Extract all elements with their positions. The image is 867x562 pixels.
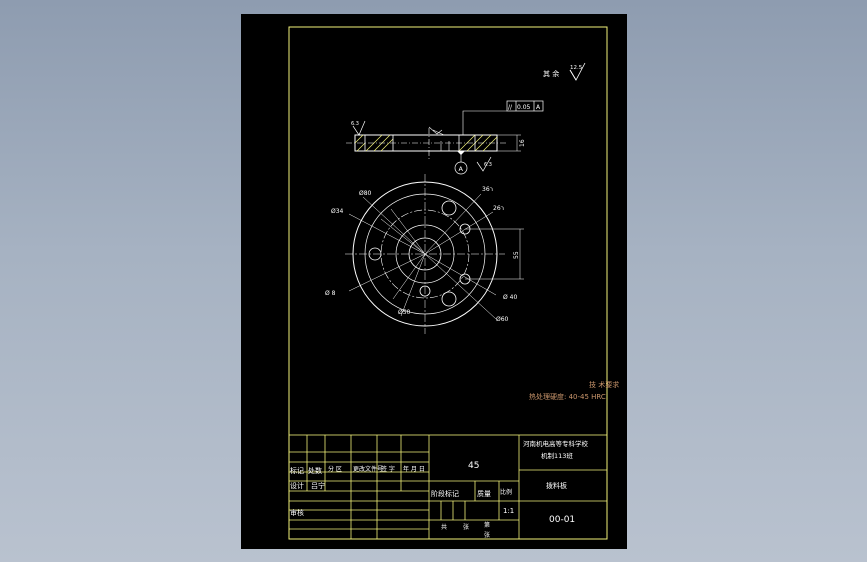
tb-page: 第: [484, 521, 490, 529]
tb-mark: 标记: [290, 466, 304, 475]
tb-scale-label: 比例: [500, 488, 512, 496]
tb-zone: 分 区: [328, 465, 342, 473]
flatness-value: 0.05: [517, 104, 531, 111]
dim-d80: Ø80: [359, 190, 372, 197]
tb-sheets: 张: [463, 523, 469, 531]
tb-school: 河南机电高等专科学校: [523, 439, 589, 448]
cad-drawing: 其 余 12.5: [288, 26, 619, 540]
tb-page-sheet: 张: [484, 531, 490, 539]
section-right-roughness: 6.3: [484, 162, 492, 168]
dim-d40: Ø 40: [503, 294, 517, 301]
drawing-sheet: 其 余 12.5: [241, 14, 627, 549]
tech-req-title: 技 术要求: [589, 380, 619, 389]
tb-sign: 签 字: [381, 465, 395, 473]
tb-stage-mark: 阶段标记: [431, 489, 459, 498]
tb-date: 年 月 日: [403, 465, 425, 473]
tb-class: 机制113班: [541, 451, 573, 460]
roughness-symbol: [569, 62, 586, 81]
dim-three-holes: 3ר6: [482, 186, 493, 193]
plan-view: [345, 174, 524, 334]
dim-d50: Ø50: [398, 309, 411, 316]
tb-count: 处数: [308, 466, 322, 475]
dim-55: 55: [513, 251, 520, 259]
section-view: 6.3 // 0.05 A A 16 6.3: [346, 100, 544, 175]
tb-change: 更改文件号: [353, 465, 383, 473]
section-left-roughness: 6.3: [351, 121, 359, 127]
tb-material: 45: [468, 461, 479, 471]
dim-d34: Ø34: [331, 208, 344, 215]
tech-req-line: 热处理硬度: 40-45 HRC: [529, 392, 606, 401]
dim-d8: Ø 8: [325, 290, 336, 297]
tb-scale: 1:1: [503, 507, 514, 515]
dim-two-holes: 2ר6: [493, 205, 504, 212]
tb-check: 审核: [290, 508, 304, 517]
roughness-value: 12.5: [570, 65, 583, 71]
tb-part-name: 拨料板: [546, 481, 567, 490]
tb-designer: 吕宁: [311, 481, 325, 490]
tb-weight: 质量: [477, 489, 491, 498]
flatness-symbol: //: [508, 104, 513, 111]
section-thickness-dim: 16: [519, 139, 526, 147]
tb-drawing-no: 00-01: [549, 515, 575, 525]
dim-d60: Ø60: [496, 316, 509, 323]
title-block: [288, 434, 608, 540]
tb-design: 设计: [290, 481, 304, 490]
roughness-label: 其 余: [543, 69, 559, 78]
datum-label: A: [459, 165, 464, 173]
flatness-datum: A: [536, 104, 541, 111]
tb-total: 共: [441, 523, 447, 531]
